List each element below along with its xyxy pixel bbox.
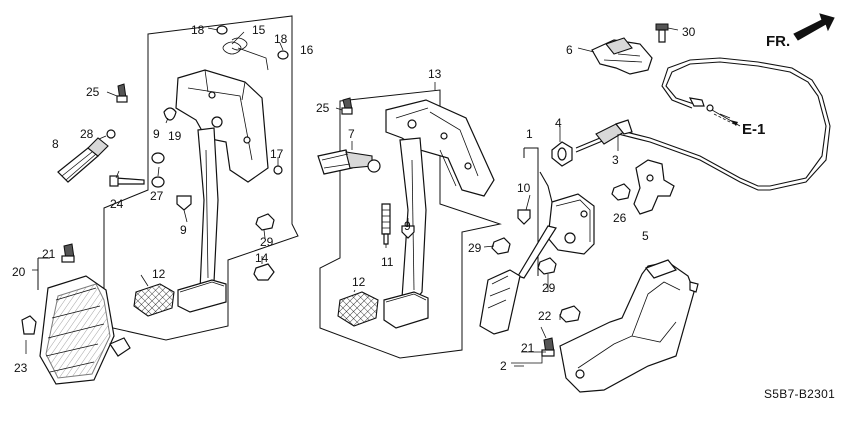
footrest-cover-assembly	[21, 243, 131, 385]
callout-1: 1	[526, 127, 533, 141]
front-direction-label: FR.	[766, 33, 790, 50]
callout-16: 16	[300, 43, 314, 57]
callout-28: 28	[80, 127, 94, 141]
reference-label: E-1	[742, 121, 765, 138]
callout-21-footrest: 21	[42, 247, 56, 261]
callout-27: 27	[150, 189, 164, 203]
front-direction-indicator: FR.	[766, 13, 835, 50]
callout-5: 5	[642, 229, 649, 243]
callout-29-brake: 29	[260, 235, 274, 249]
clutch-pedal-assembly	[317, 82, 511, 359]
callout-26: 26	[613, 211, 627, 225]
callout-12-clutch: 12	[352, 275, 366, 289]
front-direction-arrow-icon	[793, 13, 835, 41]
callout-29-accel: 29	[542, 281, 556, 295]
reference-arrow-icon	[730, 120, 738, 126]
callout-22: 22	[538, 309, 552, 323]
callout-4: 4	[555, 116, 562, 130]
callout-8: 8	[52, 137, 59, 151]
callout-24: 24	[110, 197, 124, 211]
callout-2: 2	[500, 359, 507, 373]
callout-15: 15	[252, 23, 266, 37]
callout-10: 10	[517, 181, 531, 195]
diagram-code: S5B7-B2301	[764, 387, 835, 401]
callout-21-accel: 21	[521, 341, 535, 355]
callout-7: 7	[348, 127, 355, 141]
callout-3: 3	[612, 153, 619, 167]
callout-30: 30	[682, 25, 696, 39]
callout-14: 14	[255, 251, 269, 265]
callout-29-clutch: 29	[468, 241, 482, 255]
callout-18-lower: 18	[274, 32, 288, 46]
callout-12-brake: 12	[152, 267, 166, 281]
callout-17: 17	[270, 147, 284, 161]
reference-e1: E-1	[713, 113, 765, 138]
callout-9-brake-lower: 9	[180, 223, 187, 237]
callout-9-brake-upper: 9	[153, 127, 160, 141]
callout-9-clutch: 9	[404, 219, 411, 233]
brake-pedal-assembly	[57, 15, 299, 341]
callout-19: 19	[168, 129, 182, 143]
throttle-cable-assembly	[551, 57, 831, 191]
callout-6: 6	[566, 43, 573, 57]
cable-bracket-assembly	[577, 23, 679, 75]
callout-20: 20	[12, 265, 26, 279]
callout-13: 13	[428, 67, 442, 81]
accelerator-pedal-assembly	[479, 147, 699, 393]
callout-25-brake: 25	[86, 85, 100, 99]
callout-labels: 1 2 3 4 5 6 7 8 9 9 9 10 11 12 12 13 14 …	[12, 23, 696, 375]
callout-23: 23	[14, 361, 28, 375]
callout-18-upper: 18	[191, 23, 205, 37]
callout-25-clutch: 25	[316, 101, 330, 115]
callout-11: 11	[381, 255, 394, 269]
